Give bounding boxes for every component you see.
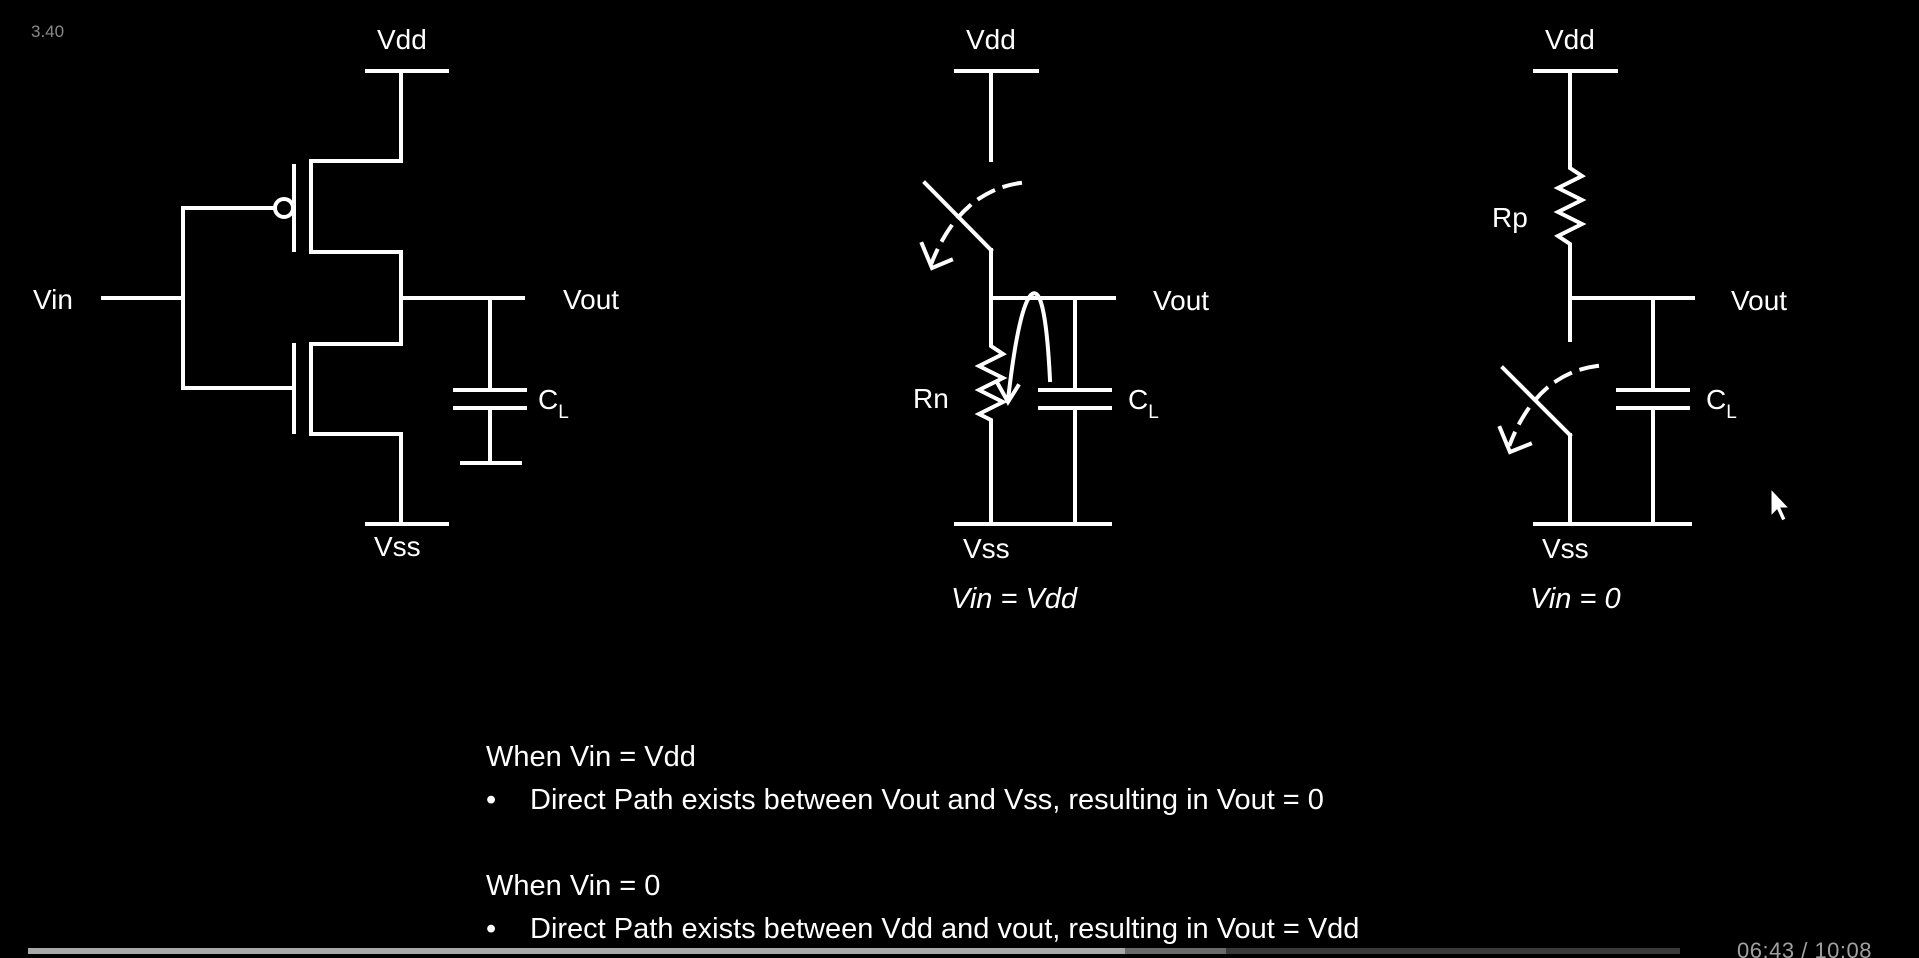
load-capacitor	[1038, 296, 1112, 526]
capacitor-label-sub: L	[558, 402, 569, 423]
resistor-rn	[974, 338, 1008, 432]
capacitor-label-main: C	[1128, 384, 1148, 415]
load-capacitor	[453, 296, 527, 465]
pull-down-equivalent-circuit	[919, 69, 1116, 526]
total-duration: 10:08	[1814, 938, 1872, 958]
case1-bullet-text: Direct Path exists between Vout and Vss,…	[530, 784, 1324, 816]
case2-bullet: • Direct Path exists between Vdd and vou…	[486, 908, 1686, 951]
capacitor-label-sub: L	[1148, 402, 1159, 423]
current-time: 06:43	[1737, 938, 1795, 958]
open-switch	[1500, 365, 1573, 438]
capacitor-label-main: C	[1706, 384, 1726, 415]
bullet-dot: •	[486, 913, 497, 945]
resistor-rp	[1553, 160, 1587, 256]
vdd-label: Vdd	[1545, 24, 1595, 55]
vss-label: Vss	[963, 533, 1010, 564]
case1-heading: When Vin = Vdd	[486, 741, 696, 773]
nmos-transistor	[292, 342, 403, 436]
case2-heading: When Vin = 0	[486, 870, 661, 902]
capacitor-label-sub: L	[1726, 402, 1737, 423]
bullet-dot: •	[486, 784, 497, 816]
case2-bullet-text: Direct Path exists between Vdd and vout,…	[530, 913, 1360, 945]
case1-bullet: • Direct Path exists between Vout and Vs…	[486, 779, 1686, 822]
capacitor-label: CL	[1706, 384, 1737, 423]
vdd-label: Vdd	[966, 24, 1016, 55]
time-separator: /	[1801, 938, 1808, 958]
pull-up-equivalent-circuit	[1497, 69, 1695, 526]
vss-label: Vss	[374, 531, 421, 562]
vin-label: Vin	[33, 284, 73, 315]
capacitor-label-main: C	[538, 384, 558, 415]
discharge-arrow	[1005, 291, 1053, 403]
condition-label: Vin = 0	[1530, 583, 1621, 615]
cmos-inverter-circuit	[101, 69, 527, 526]
mouse-pointer-icon	[1770, 487, 1791, 522]
condition-label: Vin = Vdd	[951, 583, 1078, 615]
vout-label: Vout	[1731, 285, 1787, 316]
vout-label: Vout	[563, 284, 619, 315]
pmos-transistor	[273, 159, 403, 254]
resistor-label: Rp	[1492, 202, 1528, 233]
capacitor-label: CL	[1128, 384, 1159, 423]
explanation-notes: When Vin = Vdd • Direct Path exists betw…	[486, 736, 1686, 951]
vss-label: Vss	[1542, 533, 1589, 564]
resistor-label: Rn	[913, 383, 949, 414]
load-capacitor	[1616, 296, 1690, 526]
switch-arrow	[929, 180, 1023, 265]
capacitor-label: CL	[538, 384, 569, 423]
slide-number: 3.40	[31, 22, 65, 41]
video-progress-bar[interactable]	[28, 948, 1680, 954]
switch-arrow	[1507, 363, 1600, 447]
video-played-bar	[28, 948, 1125, 954]
vdd-label: Vdd	[377, 24, 427, 55]
video-time-display: 06:43 / 10:08	[1737, 938, 1872, 958]
vout-label: Vout	[1153, 285, 1209, 316]
